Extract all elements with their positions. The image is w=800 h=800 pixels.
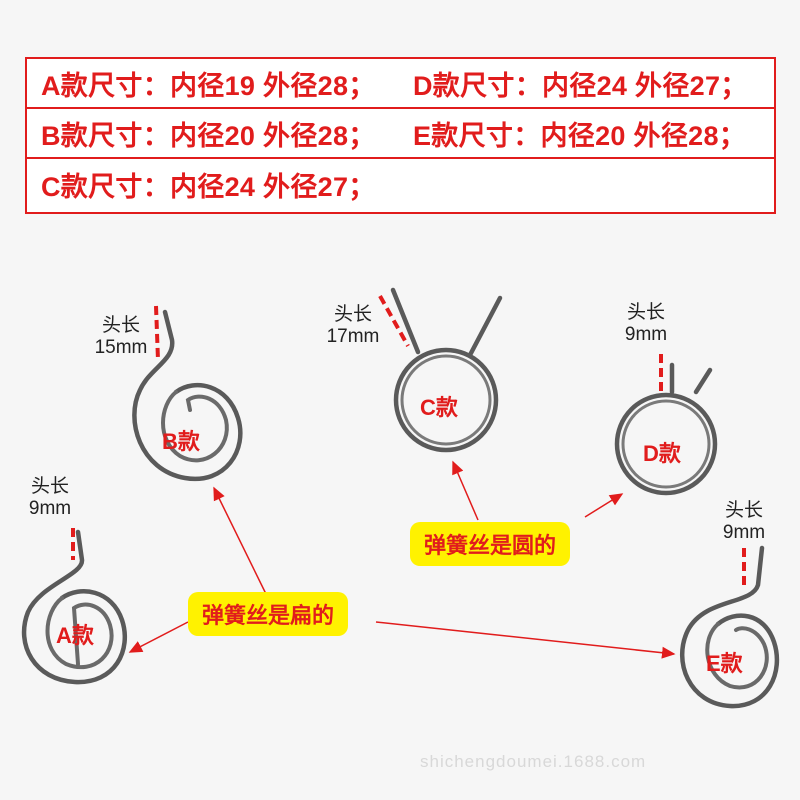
head-label-a: 头长 9mm [18,476,82,520]
spec-row: A款尺寸：内径19 外径28； D款尺寸：内径24 外径27； [27,59,774,109]
spec-d: D款尺寸：内径24 外径27； [413,70,748,101]
arrow-to-c [452,460,479,521]
pointer-arrows [128,460,676,659]
spec-a: A款尺寸：内径19 外径28； [41,70,376,101]
model-label-d: D款 [643,441,681,466]
head-label-b-title: 头长 [101,315,140,336]
spring-c [390,287,503,453]
spec-row: B款尺寸：内径20 外径28； E款尺寸：内径20 外径28； [27,109,774,159]
spec-table: A款尺寸：内径19 外径28； D款尺寸：内径24 外径27； B款尺寸：内径2… [25,57,776,214]
head-label-e-title: 头长 [724,500,763,521]
head-markers [71,295,746,590]
spec-c: C款尺寸：内径24 外径27； [41,171,376,202]
head-label-c-value: 17mm [326,326,380,347]
arrow-to-e [375,621,676,659]
model-label-a: A款 [56,623,94,648]
spec-row: C款尺寸：内径24 外径27； [27,159,774,209]
head-label-a-value: 9mm [28,498,72,519]
model-label-b: B款 [162,429,200,454]
watermark: shichengdoumei.1688.com [420,752,647,771]
arrow-to-d [584,493,624,518]
head-label-c: 头长 17mm [313,304,393,348]
arrow-to-b [213,486,267,595]
head-label-e: 头长 9mm [712,500,776,544]
head-label-d-title: 头长 [626,302,665,323]
model-label-e: E款 [706,651,743,676]
spring-a [21,529,128,685]
spring-b [132,309,243,482]
spec-b: B款尺寸：内径20 外径28； [41,120,376,151]
head-label-c-title: 头长 [333,304,372,325]
head-marker-b [154,305,160,361]
head-label-d-value: 9mm [624,324,668,345]
note-round-wire: 弹簧丝是圆的 [410,522,571,566]
spec-e: E款尺寸：内径20 外径28； [413,120,747,151]
spring-e [679,545,780,709]
head-label-b-value: 15mm [94,337,148,358]
head-label-b: 头长 15mm [86,315,156,359]
head-marker-c [378,295,410,347]
head-label-e-value: 9mm [722,522,766,543]
arrow-to-a [128,621,189,653]
head-label-a-title: 头长 [30,476,69,497]
model-label-c: C款 [420,395,458,420]
spring-d [614,362,718,496]
note-flat-wire: 弹簧丝是扁的 [188,592,349,636]
head-label-d: 头长 9mm [614,302,678,346]
